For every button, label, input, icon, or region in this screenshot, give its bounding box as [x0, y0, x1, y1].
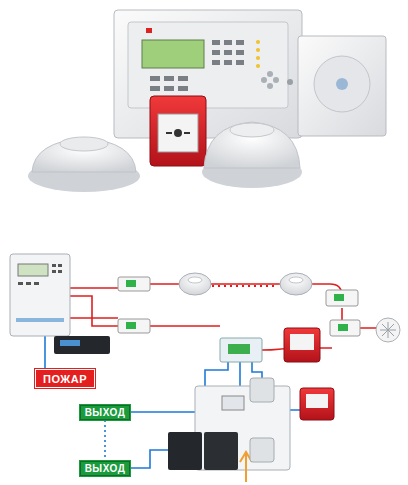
blue-wire	[44, 335, 46, 368]
call-point-glass	[306, 394, 328, 408]
fire-led	[146, 28, 152, 33]
red-loop-wire	[70, 296, 118, 326]
detector	[179, 273, 211, 295]
control-panel-schematic	[10, 254, 70, 336]
module	[118, 277, 150, 291]
sounder-lens	[336, 78, 348, 90]
panel-stripe	[16, 318, 64, 322]
module	[326, 290, 358, 306]
detector-dome	[32, 138, 136, 172]
psu-display	[222, 396, 244, 410]
dotted-wire	[212, 285, 278, 287]
battery-body	[54, 336, 110, 354]
detector-dome	[204, 122, 300, 168]
junction-box	[220, 338, 262, 362]
module-led	[126, 322, 136, 329]
battery-body	[204, 432, 238, 470]
module-led	[126, 280, 136, 287]
call-point-body	[150, 96, 206, 166]
module	[118, 319, 150, 333]
exit-sign: ВЫХОД	[80, 461, 130, 476]
sounder-box	[298, 36, 386, 136]
module-led	[334, 294, 344, 301]
manual-call-point	[150, 96, 206, 166]
junction-terminal	[228, 344, 250, 354]
panel-body	[10, 254, 70, 336]
sounder-grille	[314, 56, 370, 112]
loop-modules	[118, 277, 360, 362]
panel-body	[114, 10, 302, 138]
detector-top	[60, 137, 108, 151]
sign-text: ВЫХОД	[85, 407, 126, 418]
battery-label	[60, 340, 80, 346]
call-point-button	[174, 129, 182, 137]
battery-body	[168, 432, 202, 470]
detector-top	[230, 123, 274, 137]
detector	[280, 273, 312, 295]
call-point-glass	[158, 114, 198, 152]
control-panel	[114, 10, 302, 138]
panel-battery	[54, 336, 110, 354]
call-point-body	[284, 328, 320, 362]
detector-top	[289, 277, 303, 283]
panel-buttons	[18, 264, 62, 285]
module	[330, 320, 360, 336]
dotted-connector	[104, 420, 106, 461]
exit-sign: ВЫХОД	[80, 405, 130, 420]
smoke-detectors	[28, 122, 302, 192]
sounder	[250, 438, 274, 462]
schematic-call-points	[284, 328, 334, 420]
lcd-screen	[18, 264, 48, 276]
key-lock	[287, 79, 293, 85]
call-point-body	[300, 388, 334, 420]
sounders	[250, 378, 274, 462]
call-point-arrows	[166, 132, 190, 134]
panel-buttons	[150, 40, 244, 91]
sounder	[250, 378, 274, 402]
status-leds	[256, 40, 279, 89]
sounder-body	[298, 36, 386, 136]
sign-text: ВЫХОД	[85, 463, 126, 474]
panel-face	[128, 22, 288, 108]
fire-sign: ПОЖАР	[35, 369, 95, 388]
sign-text: ПОЖАР	[43, 373, 87, 385]
call-point-glass	[290, 334, 314, 350]
lcd-screen	[142, 40, 204, 68]
module-led	[338, 324, 348, 331]
detector-top	[188, 277, 202, 283]
heat-detector	[376, 318, 400, 342]
heat-detector-fins	[380, 322, 396, 338]
